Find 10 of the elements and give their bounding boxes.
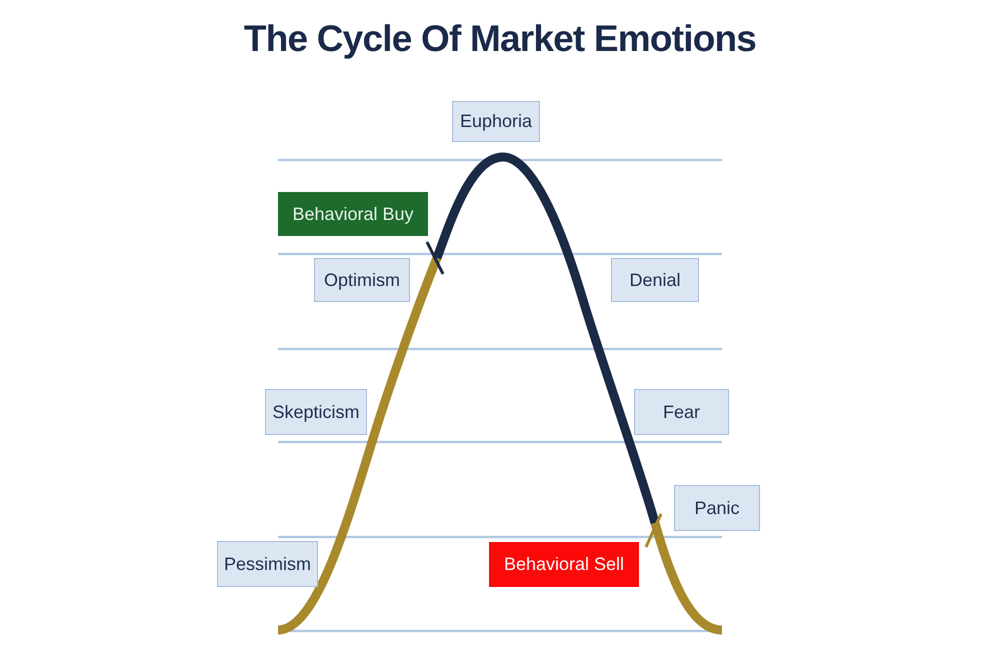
sell-signal-box: Behavioral Sell: [489, 542, 639, 587]
emotion-box: Fear: [634, 389, 729, 435]
emotion-box: Denial: [611, 258, 699, 302]
diagram-title: The Cycle Of Market Emotions: [244, 18, 756, 59]
emotion-box: Euphoria: [452, 101, 540, 142]
emotion-box: Skepticism: [265, 389, 367, 435]
buy-signal-box: Behavioral Buy: [278, 192, 428, 236]
emotion-box: Optimism: [314, 258, 410, 302]
emotion-box: Panic: [674, 485, 760, 531]
emotion-box: Pessimism: [217, 541, 318, 587]
